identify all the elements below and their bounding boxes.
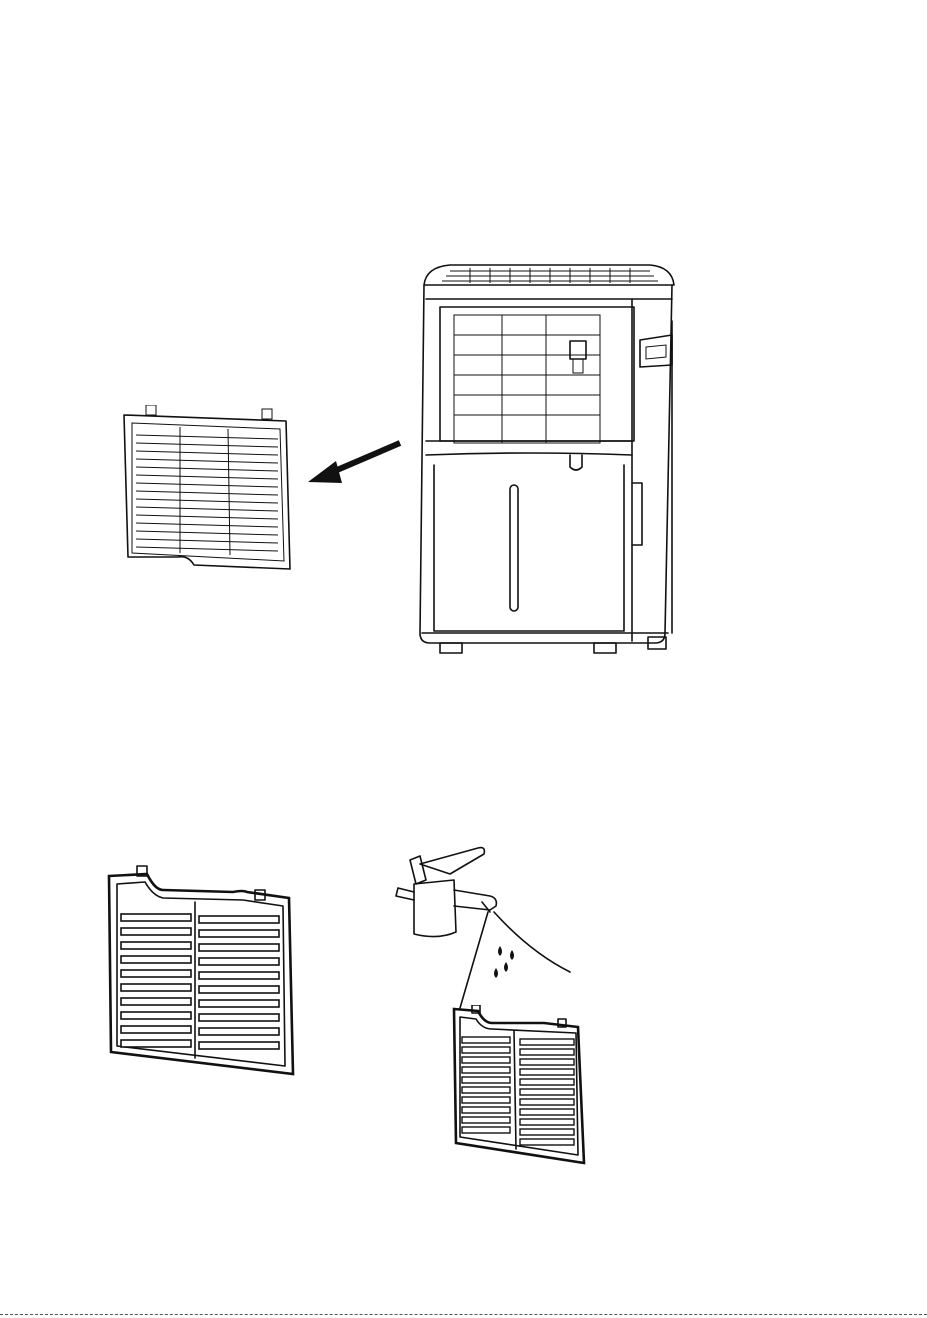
filter-being-washed	[448, 1005, 590, 1170]
remove-direction-arrow	[300, 435, 410, 490]
filter-front-view	[103, 862, 298, 1082]
faucet-icon	[390, 840, 590, 1020]
page-edge-line	[0, 1314, 927, 1315]
removed-filter	[118, 405, 293, 575]
dehumidifier-illustration	[410, 255, 680, 665]
